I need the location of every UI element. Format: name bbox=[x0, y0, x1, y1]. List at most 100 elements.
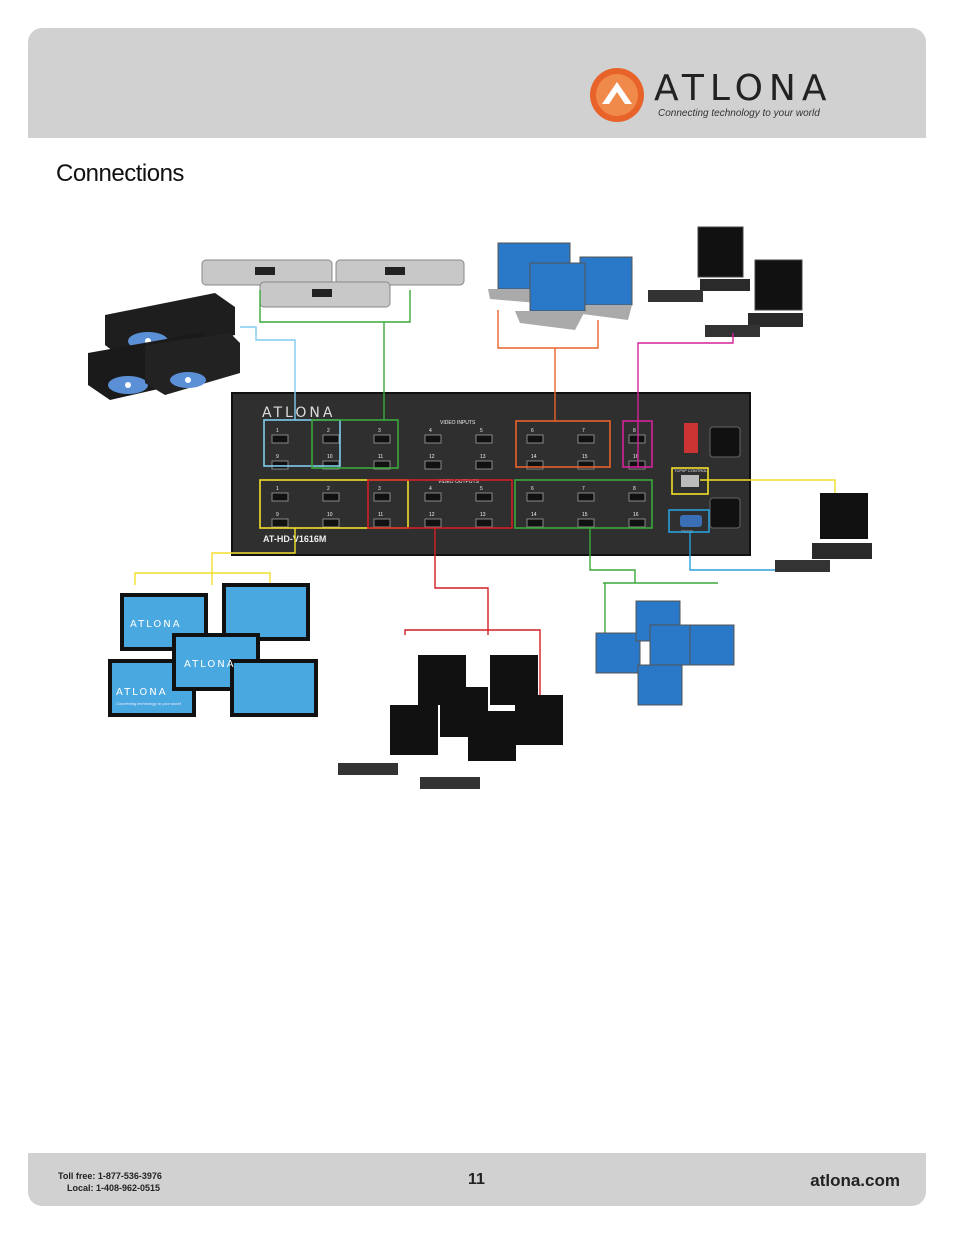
hdmi-input-port-label: 15 bbox=[582, 454, 588, 460]
displays bbox=[108, 583, 318, 717]
hdmi-input-port[interactable] bbox=[628, 460, 646, 470]
pcs-input bbox=[648, 226, 803, 337]
hdmi-input-port-label: 13 bbox=[480, 454, 486, 460]
hdmi-input-port-label: 7 bbox=[582, 428, 585, 434]
pc bbox=[648, 226, 750, 302]
hdmi-output-port[interactable] bbox=[628, 492, 646, 502]
hdmi-input-port-label: 1 bbox=[276, 428, 279, 434]
hdmi-input-port[interactable] bbox=[526, 434, 544, 444]
pc bbox=[705, 259, 803, 337]
hdmi-output-port[interactable] bbox=[373, 518, 391, 528]
rs232-port[interactable] bbox=[680, 515, 702, 527]
hdmi-output-port[interactable] bbox=[373, 492, 391, 502]
hdmi-output-port[interactable] bbox=[526, 492, 544, 502]
display-brand: ATLONA bbox=[116, 687, 168, 698]
laptops-output bbox=[595, 600, 735, 706]
hdmi-output-port[interactable] bbox=[424, 518, 442, 528]
hdmi-output-port-label: 9 bbox=[276, 512, 279, 518]
page-header bbox=[28, 28, 926, 138]
hdmi-input-port[interactable] bbox=[271, 434, 289, 444]
hdmi-input-port[interactable] bbox=[526, 460, 544, 470]
hdmi-input-port-label: 2 bbox=[327, 428, 330, 434]
hdmi-input-port[interactable] bbox=[373, 434, 391, 444]
hdmi-input-port[interactable] bbox=[475, 460, 493, 470]
hdmi-output-port-label: 1 bbox=[276, 486, 279, 492]
hdmi-output-port-label: 16 bbox=[633, 512, 639, 518]
display-tagline: Connecting technology to your world bbox=[116, 701, 181, 706]
hdmi-output-port-label: 10 bbox=[327, 512, 333, 518]
blu-ray-player bbox=[145, 333, 240, 395]
hdmi-output-port[interactable] bbox=[475, 518, 493, 528]
hdmi-output-port-label: 2 bbox=[327, 486, 330, 492]
hdmi-output-port[interactable] bbox=[271, 492, 289, 502]
brand-tagline: Connecting technology to your world bbox=[658, 108, 820, 119]
hdmi-input-port-label: 8 bbox=[633, 428, 636, 434]
hdmi-input-port[interactable] bbox=[628, 434, 646, 444]
hdmi-input-port-label: 4 bbox=[429, 428, 432, 434]
hdmi-input-port-label: 6 bbox=[531, 428, 534, 434]
tcp-control-label: TCP/IP CONTROL bbox=[674, 468, 708, 473]
display bbox=[230, 659, 318, 717]
hdmi-input-port[interactable] bbox=[475, 434, 493, 444]
website-link[interactable]: atlona.com bbox=[810, 1171, 900, 1190]
hdmi-input-port-label: 3 bbox=[378, 428, 381, 434]
power-inlet bbox=[709, 426, 741, 458]
display-brand: ATLONA bbox=[130, 619, 182, 630]
laptop bbox=[515, 262, 586, 330]
atlona-logo: ATLONA Connecting technology to your wor… bbox=[588, 66, 888, 126]
hdmi-output-port[interactable] bbox=[628, 518, 646, 528]
hdmi-input-port-label: 9 bbox=[276, 454, 279, 460]
laptop bbox=[572, 256, 633, 320]
hdmi-output-port[interactable] bbox=[475, 492, 493, 502]
page-number: 11 bbox=[468, 1171, 485, 1188]
hdmi-input-port-label: 11 bbox=[378, 454, 383, 460]
display bbox=[222, 583, 310, 641]
hdmi-input-port[interactable] bbox=[424, 460, 442, 470]
hdmi-output-port-label: 13 bbox=[480, 512, 486, 518]
page-title: Connections bbox=[56, 160, 184, 187]
connections-diagram: ATLONA AT-HD-V1616M VIDEO INPUTS VIDEO O… bbox=[88, 226, 872, 789]
hdmi-input-port[interactable] bbox=[424, 434, 442, 444]
hdmi-output-port[interactable] bbox=[271, 518, 289, 528]
hdmi-output-port-label: 3 bbox=[378, 486, 381, 492]
video-inputs-label: VIDEO INPUTS bbox=[440, 420, 476, 426]
power-inlet bbox=[709, 497, 741, 529]
local-number: Local: 1-408-962-0515 bbox=[67, 1183, 161, 1193]
hdmi-output-port[interactable] bbox=[322, 518, 340, 528]
hdmi-output-port-label: 7 bbox=[582, 486, 585, 492]
display-brand: ATLONA bbox=[184, 659, 236, 670]
cable-boxes bbox=[201, 259, 465, 308]
hdmi-input-port[interactable] bbox=[577, 434, 595, 444]
hdmi-input-port-label: 16 bbox=[633, 454, 639, 460]
hdmi-output-port[interactable] bbox=[322, 492, 340, 502]
blu-ray-players bbox=[88, 293, 240, 400]
pc-control bbox=[775, 493, 872, 572]
ethernet-port[interactable] bbox=[681, 475, 699, 487]
hdmi-input-port-label: 14 bbox=[531, 454, 537, 460]
hdmi-output-port[interactable] bbox=[577, 492, 595, 502]
hdmi-input-port[interactable] bbox=[322, 460, 340, 470]
toll-free-number: Toll free: 1-877-536-3976 bbox=[58, 1171, 162, 1181]
hdmi-output-port[interactable] bbox=[424, 492, 442, 502]
device-brand: ATLONA bbox=[262, 405, 335, 421]
hdmi-output-port-label: 15 bbox=[582, 512, 588, 518]
hdmi-output-port-label: 12 bbox=[429, 512, 435, 518]
hdmi-input-port[interactable] bbox=[373, 460, 391, 470]
hdmi-input-port-label: 5 bbox=[480, 428, 483, 434]
hdmi-input-port[interactable] bbox=[322, 434, 340, 444]
laptops-input bbox=[488, 242, 633, 330]
hdmi-input-port[interactable] bbox=[271, 460, 289, 470]
hdmi-input-port-label: 12 bbox=[429, 454, 435, 460]
video-outputs-label: VIDEO OUTPUTS bbox=[438, 479, 480, 485]
hdmi-output-port[interactable] bbox=[526, 518, 544, 528]
hdmi-input-port[interactable] bbox=[577, 460, 595, 470]
hdmi-input-port-label: 10 bbox=[327, 454, 333, 460]
hdmi-output-port-label: 11 bbox=[378, 512, 383, 518]
hdmi-output-port-label: 14 bbox=[531, 512, 537, 518]
contact-info: Toll free: 1-877-536-3976 Local: 1-408-9… bbox=[58, 1170, 162, 1194]
hdmi-output-port[interactable] bbox=[577, 518, 595, 528]
hdmi-output-port-label: 6 bbox=[531, 486, 534, 492]
brand-name: ATLONA bbox=[654, 68, 833, 109]
